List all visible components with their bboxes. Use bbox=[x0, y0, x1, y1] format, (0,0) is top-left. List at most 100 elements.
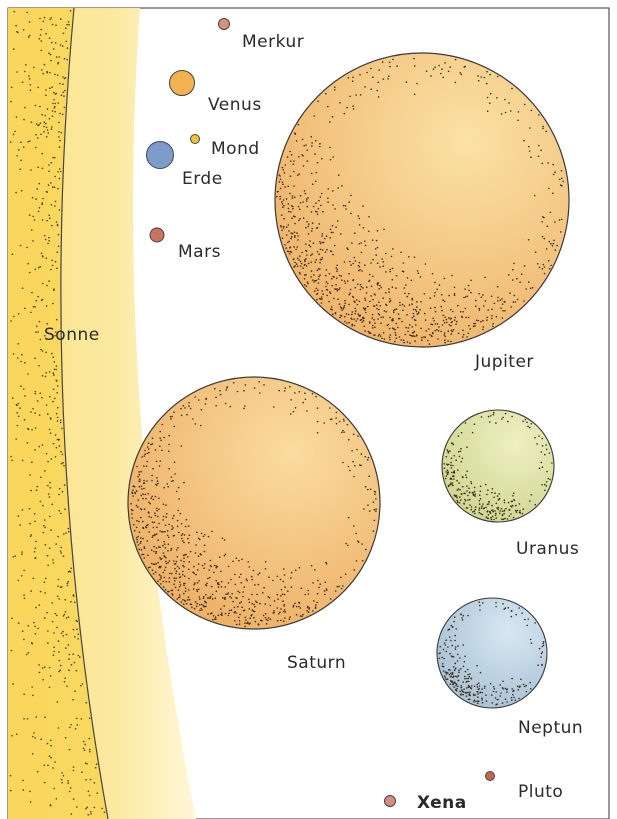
stipple-dot bbox=[21, 575, 23, 577]
stipple-dot bbox=[65, 611, 67, 613]
stipple-dot bbox=[145, 498, 147, 500]
stipple-dot bbox=[40, 122, 42, 124]
stipple-dot bbox=[61, 428, 63, 430]
stipple-dot bbox=[388, 291, 390, 293]
stipple-dot bbox=[42, 202, 44, 204]
stipple-dot bbox=[56, 615, 58, 617]
stipple-dot bbox=[491, 694, 493, 696]
stipple-dot bbox=[404, 293, 406, 295]
stipple-dot bbox=[451, 681, 453, 683]
stipple-dot bbox=[330, 293, 332, 295]
stipple-dot bbox=[372, 299, 374, 301]
stipple-dot bbox=[210, 565, 212, 567]
stipple-dot bbox=[377, 284, 379, 286]
stipple-dot bbox=[299, 209, 301, 211]
stipple-dot bbox=[247, 561, 249, 563]
stipple-dot bbox=[326, 563, 328, 565]
stipple-dot bbox=[526, 422, 528, 424]
stipple-dot bbox=[417, 270, 419, 272]
stipple-dot bbox=[59, 209, 61, 211]
stipple-dot bbox=[63, 92, 65, 94]
stipple-dot bbox=[459, 489, 461, 491]
stipple-dot bbox=[318, 282, 320, 284]
stipple-dot bbox=[444, 322, 446, 324]
stipple-dot bbox=[487, 97, 489, 99]
stipple-dot bbox=[180, 408, 182, 410]
stipple-dot bbox=[136, 505, 138, 507]
stipple-dot bbox=[259, 392, 261, 394]
stipple-dot bbox=[399, 302, 401, 304]
stipple-dot bbox=[312, 610, 314, 612]
stipple-dot bbox=[42, 198, 44, 200]
stipple-dot bbox=[414, 336, 416, 338]
stipple-dot bbox=[335, 313, 337, 315]
stipple-dot bbox=[414, 94, 416, 96]
stipple-dot bbox=[183, 482, 185, 484]
stipple-dot bbox=[341, 185, 343, 187]
stipple-dot bbox=[60, 665, 62, 667]
stipple-dot bbox=[53, 288, 55, 290]
stipple-dot bbox=[45, 123, 47, 125]
stipple-dot bbox=[35, 427, 37, 429]
stipple-dot bbox=[205, 399, 207, 401]
stipple-dot bbox=[336, 423, 338, 425]
stipple-dot bbox=[59, 113, 61, 115]
stipple-dot bbox=[248, 599, 250, 601]
stipple-dot bbox=[17, 425, 19, 427]
stipple-dot bbox=[440, 331, 442, 333]
stipple-dot bbox=[361, 252, 363, 254]
stipple-dot bbox=[413, 316, 415, 318]
stipple-dot bbox=[511, 610, 513, 612]
stipple-dot bbox=[542, 236, 544, 238]
stipple-dot bbox=[495, 513, 497, 515]
stipple-dot bbox=[157, 580, 159, 582]
stipple-dot bbox=[305, 243, 307, 245]
stipple-dot bbox=[521, 612, 523, 614]
stipple-dot bbox=[443, 666, 445, 668]
stipple-dot bbox=[448, 330, 450, 332]
stipple-dot bbox=[499, 498, 501, 500]
stipple-dot bbox=[334, 288, 336, 290]
stipple-dot bbox=[226, 387, 228, 389]
stipple-dot bbox=[211, 531, 213, 533]
stipple-dot bbox=[362, 560, 364, 562]
stipple-dot bbox=[344, 261, 346, 263]
stipple-dot bbox=[51, 458, 53, 460]
stipple-dot bbox=[451, 458, 453, 460]
stipple-dot bbox=[51, 602, 53, 604]
stipple-dot bbox=[265, 613, 267, 615]
stipple-dot bbox=[138, 521, 140, 523]
stipple-dot bbox=[162, 572, 164, 574]
stipple-dot bbox=[490, 683, 492, 685]
stipple-dot bbox=[158, 523, 160, 525]
stipple-dot bbox=[455, 59, 457, 61]
stipple-dot bbox=[469, 673, 471, 675]
stipple-dot bbox=[322, 257, 324, 259]
stipple-dot bbox=[143, 488, 145, 490]
stipple-dot bbox=[513, 690, 515, 692]
stipple-dot bbox=[232, 561, 234, 563]
stipple-dot bbox=[454, 319, 456, 321]
stipple-dot bbox=[20, 245, 22, 247]
stipple-dot bbox=[137, 541, 139, 543]
stipple-dot bbox=[180, 560, 182, 562]
stipple-dot bbox=[350, 264, 352, 266]
stipple-dot bbox=[539, 267, 541, 269]
stipple-dot bbox=[314, 569, 316, 571]
stipple-dot bbox=[376, 90, 378, 92]
stipple-dot bbox=[51, 42, 53, 44]
stipple-dot bbox=[383, 265, 385, 267]
stipple-dot bbox=[34, 521, 36, 523]
stipple-dot bbox=[183, 542, 185, 544]
stipple-dot bbox=[332, 313, 334, 315]
stipple-dot bbox=[48, 493, 50, 495]
stipple-dot bbox=[144, 548, 146, 550]
stipple-dot bbox=[344, 300, 346, 302]
stipple-dot bbox=[239, 620, 241, 622]
stipple-dot bbox=[445, 639, 447, 641]
stipple-dot bbox=[447, 451, 449, 453]
stipple-dot bbox=[44, 765, 46, 767]
stipple-dot bbox=[367, 459, 369, 461]
stipple-dot bbox=[23, 146, 25, 148]
stipple-dot bbox=[86, 702, 88, 704]
